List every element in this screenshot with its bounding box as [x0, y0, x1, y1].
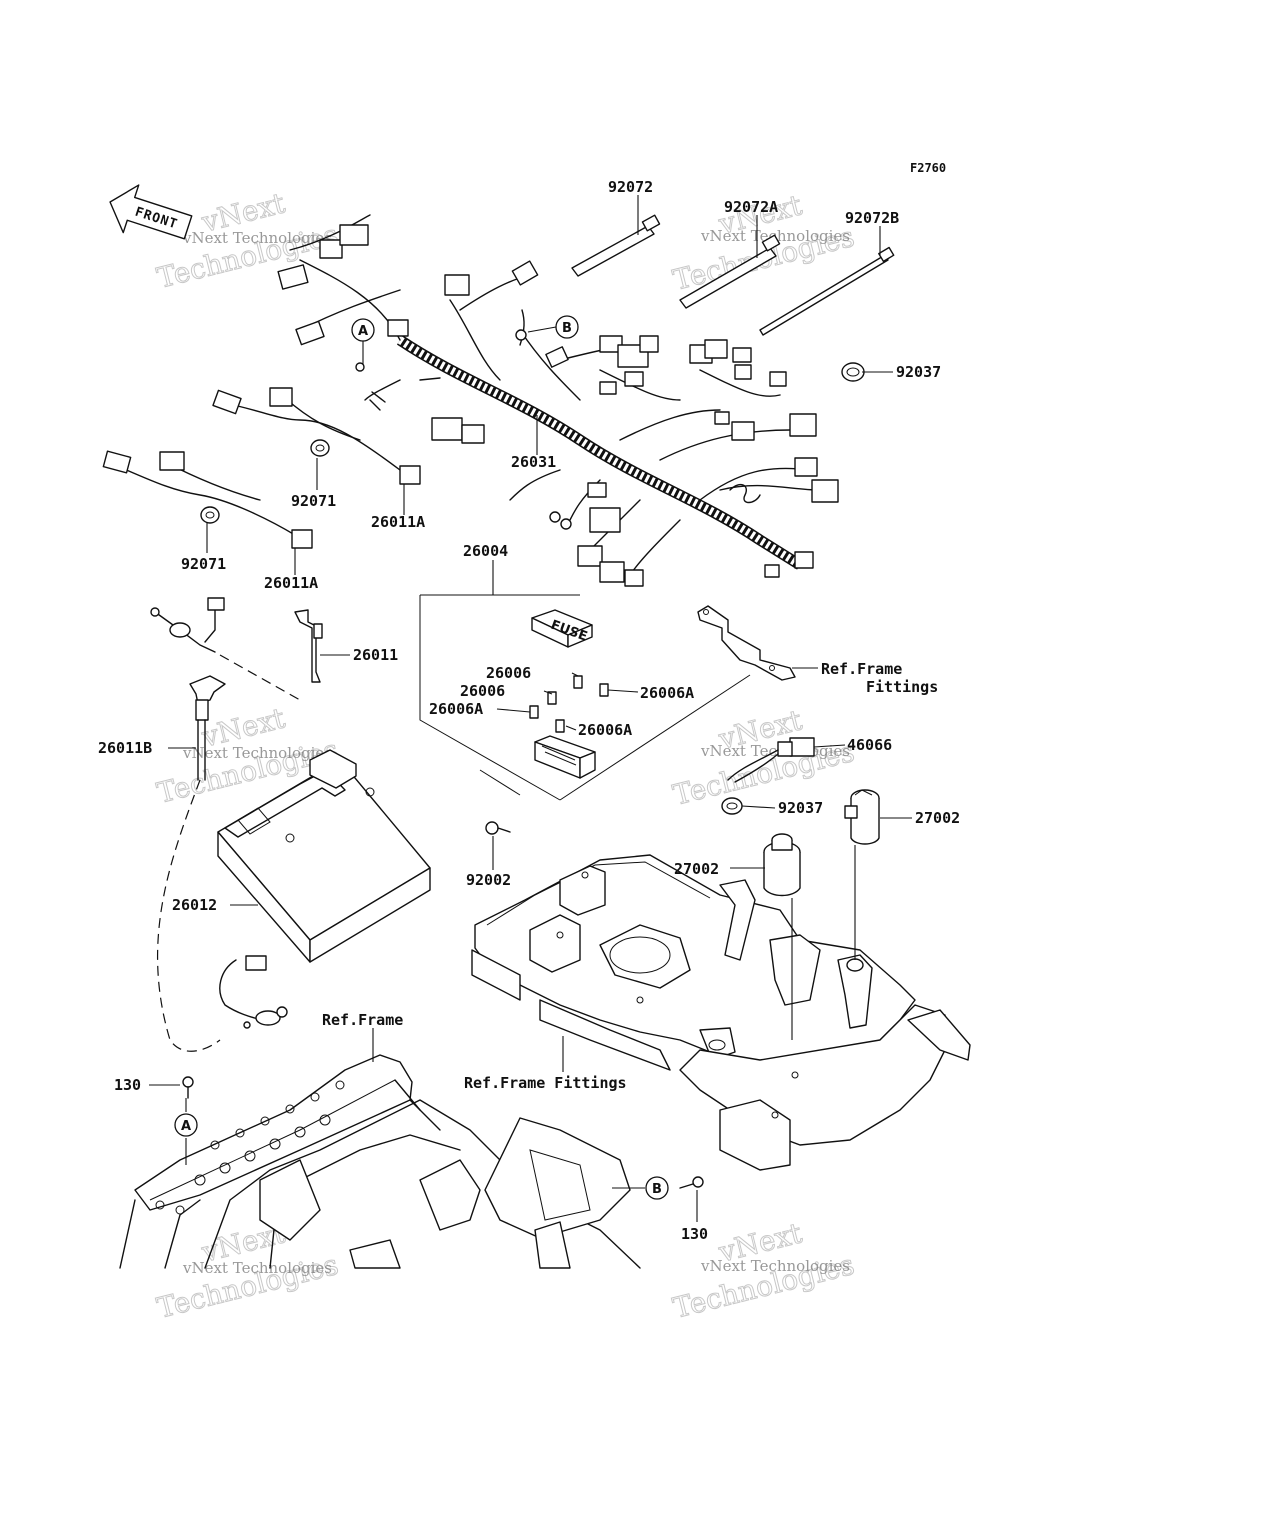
grommet-92071-lower-icon	[200, 506, 220, 524]
battery-cable-26011b-icon	[156, 675, 226, 1052]
clamp-92037-upper-icon	[841, 362, 865, 382]
svg-text:vNext Technologies: vNext Technologies	[182, 744, 332, 762]
sub-harness-26011a-lower-icon	[102, 450, 313, 549]
callout-130-left: 130	[114, 1076, 141, 1094]
cable-tie-92072a-icon	[679, 234, 781, 309]
callout-92002: 92002	[466, 871, 511, 889]
callout-ref-frame-fittings-lower: Ref.Frame Fittings	[464, 1074, 627, 1092]
watermark-top-left: Technologies vNext vNext Technologies	[153, 186, 342, 296]
grommet-92071-upper-icon	[310, 439, 330, 457]
callout-92071-upper: 92071	[291, 492, 336, 510]
front-arrow-icon: FRONT	[109, 184, 193, 240]
callout-26011b: 26011B	[98, 739, 152, 757]
marker-b-upper: B	[555, 315, 579, 339]
callout-92037-lower: 92037	[778, 799, 823, 817]
frame-bracket-upper-icon	[697, 605, 796, 681]
vehicle-frame-icon	[119, 1054, 704, 1269]
svg-text:vNext Technologies: vNext Technologies	[182, 229, 332, 247]
callout-27002-right: 27002	[915, 809, 960, 827]
frame-fittings-tray-icon	[471, 854, 971, 1171]
callout-26006a-left: 26006A	[429, 700, 483, 718]
callout-27002-left: 27002	[674, 860, 719, 878]
battery-26012-icon	[217, 749, 431, 963]
holder-27002-right-icon	[844, 789, 880, 845]
watermark-bottom-left: Technologies vNext vNext Technologies	[153, 1216, 342, 1326]
svg-text:A: A	[181, 1119, 191, 1134]
svg-text:B: B	[652, 1182, 662, 1197]
callout-ref-frame-fittings-upper: Ref.Frame	[821, 660, 902, 678]
figure-code: F2760	[910, 161, 946, 175]
sub-harness-26011a-upper-icon	[212, 387, 421, 485]
callout-92072b: 92072B	[845, 209, 899, 227]
svg-text:A: A	[358, 324, 368, 339]
main-harness-26031-icon	[277, 214, 839, 587]
svg-text:B: B	[562, 321, 572, 336]
callout-26031: 26031	[511, 453, 556, 471]
svg-text:vNext Technologies: vNext Technologies	[700, 1257, 850, 1275]
callout-ref-frame: Ref.Frame	[322, 1011, 403, 1029]
holder-27002-left-icon	[763, 833, 801, 897]
callout-92072: 92072	[608, 178, 653, 196]
callout-26012: 26012	[172, 896, 217, 914]
callout-26006-lower: 26006	[460, 682, 505, 700]
callout-26006-upper: 26006	[486, 664, 531, 682]
callout-26004: 26004	[463, 542, 508, 560]
callout-130-right: 130	[681, 1225, 708, 1243]
callouts: 92072 92072A 92072B 92037 26031 92071 26…	[98, 178, 960, 1243]
callout-ref-frame-fittings-upper-line2: Fittings	[866, 678, 938, 696]
marker-b-lower: B	[645, 1176, 669, 1200]
callout-46066: 46066	[847, 736, 892, 754]
clamp-92037-lower-icon	[721, 797, 743, 815]
battery-cable-26011-icon	[294, 609, 323, 683]
callout-92071-lower: 92071	[181, 555, 226, 573]
callout-26011a-upper: 26011A	[371, 513, 425, 531]
callout-26011: 26011	[353, 646, 398, 664]
callout-26006a-right: 26006A	[640, 684, 694, 702]
marker-a-upper: A	[351, 318, 375, 342]
battery-lead-upper-icon	[150, 597, 301, 701]
callout-26006a-lower: 26006A	[578, 721, 632, 739]
callout-92072a: 92072A	[724, 198, 778, 216]
fuse-box-group-icon: FUSE	[419, 594, 751, 835]
cable-tie-92072b-icon	[759, 246, 895, 336]
callout-92037-upper: 92037	[896, 363, 941, 381]
marker-a-lower: A	[174, 1113, 198, 1137]
svg-text:vNext Technologies: vNext Technologies	[182, 1259, 332, 1277]
battery-negative-lead-icon	[219, 955, 288, 1029]
callout-26011a-lower: 26011A	[264, 574, 318, 592]
cable-tie-92072-icon	[571, 214, 661, 277]
